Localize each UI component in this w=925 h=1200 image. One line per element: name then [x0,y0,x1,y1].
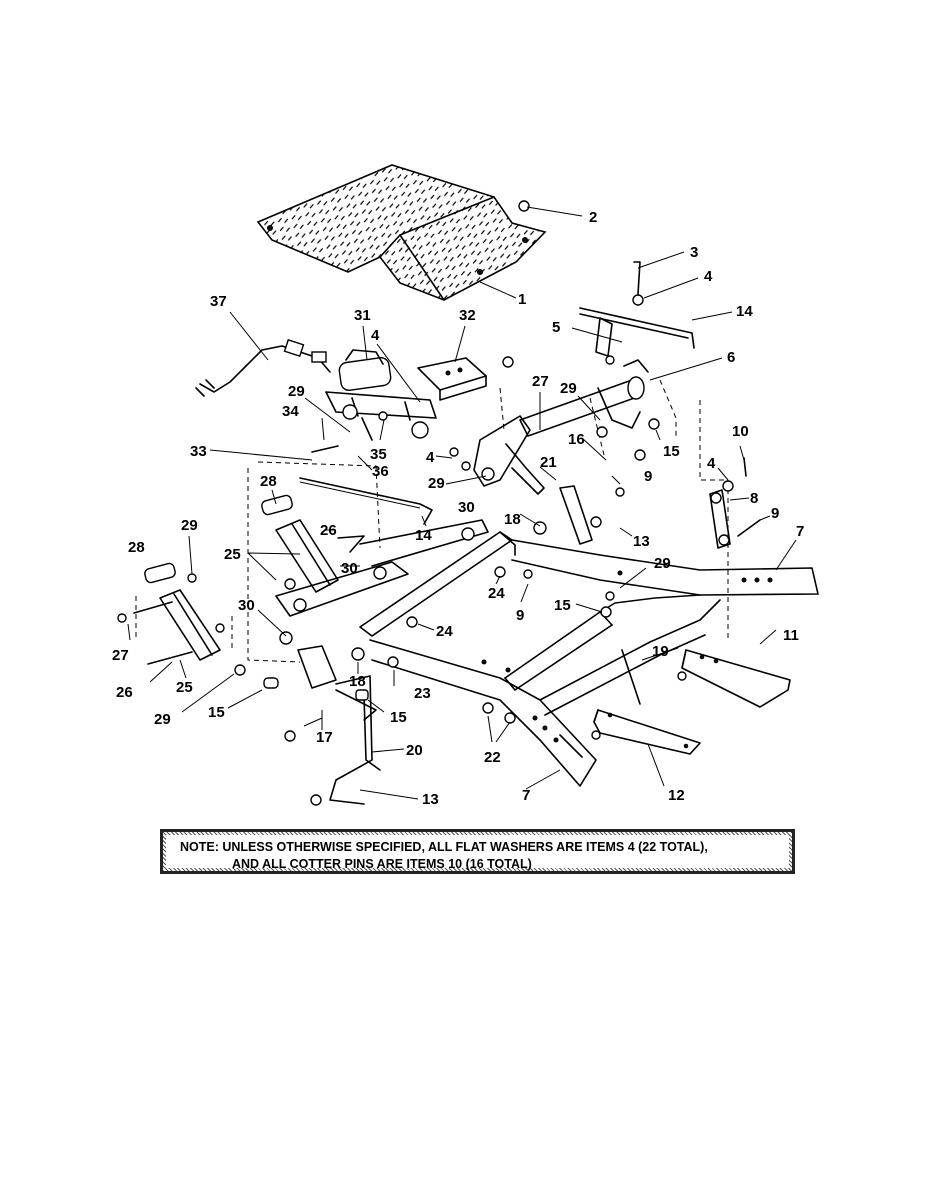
callout-15: 15 [663,443,680,460]
note-box: NOTE: UNLESS OTHERWISE SPECIFIED, ALL FL… [160,829,795,874]
wiring-harness [195,338,331,397]
callout-33: 33 [190,443,207,460]
callout-27: 27 [532,373,549,390]
callout-30: 30 [458,499,475,516]
callout-12: 12 [668,787,685,804]
pivot-tube-6 [519,359,649,437]
callout-30: 30 [341,560,358,577]
callout-7: 7 [796,523,804,540]
note-line-2: AND ALL COTTER PINS ARE ITEMS 10 (16 TOT… [232,857,532,871]
callout-29: 29 [654,555,671,572]
callout-35: 35 [370,446,387,463]
callout-17: 17 [316,729,333,746]
callout-28: 28 [260,473,277,490]
callout-34: 34 [282,403,299,420]
callout-11: 11 [783,627,799,644]
callout-37: 37 [210,293,227,310]
callout-27: 27 [112,647,129,664]
callout-6: 6 [727,349,735,366]
callout-1: 1 [518,291,526,308]
callout-10: 10 [732,423,749,440]
callout-14: 14 [415,527,432,544]
callout-3: 3 [690,244,698,261]
callouts: 1 2 3 4 14 5 6 37 31 32 4 27 29 29 34 35… [112,209,804,808]
callout-26: 26 [320,522,337,539]
note-line-1: NOTE: UNLESS OTHERWISE SPECIFIED, ALL FL… [180,840,708,854]
callout-5: 5 [552,319,560,336]
callout-32: 32 [459,307,476,324]
callout-8: 8 [750,490,758,507]
main-frame [359,531,819,787]
callout-29: 29 [154,711,171,728]
callout-4: 4 [371,327,380,344]
callout-9: 9 [516,607,524,624]
callout-31: 31 [354,307,371,324]
callout-4: 4 [426,449,435,466]
callout-29: 29 [428,475,445,492]
actuator-cylinder [325,349,437,439]
callout-29: 29 [181,517,198,534]
hardware [117,200,761,806]
switch-box [417,357,487,401]
callout-2: 2 [589,209,597,226]
callout-25: 25 [224,546,241,563]
left-bracket-25-lower [144,562,221,665]
callout-15: 15 [390,709,407,726]
callout-29: 29 [560,380,577,397]
leader-lines [127,206,797,800]
callout-4: 4 [707,455,716,472]
callout-18: 18 [504,511,521,528]
callout-9: 9 [771,505,779,522]
callout-9: 9 [644,468,652,485]
floor-plate [256,164,547,301]
callout-29: 29 [288,383,305,400]
callout-24: 24 [488,585,505,602]
left-arms [275,519,489,805]
callout-25: 25 [176,679,193,696]
callout-36: 36 [372,463,389,480]
callout-4: 4 [704,268,713,285]
lever-arms [473,415,731,549]
upper-rail-14 [579,307,695,357]
callout-20: 20 [406,742,423,759]
note-text: NOTE: UNLESS OTHERWISE SPECIFIED, ALL FL… [166,835,789,871]
callout-14: 14 [736,303,753,320]
callout-22: 22 [484,749,501,766]
callout-16: 16 [568,431,585,448]
angle-bracket-12 [591,709,701,755]
callout-18: 18 [349,673,366,690]
callout-15: 15 [208,704,225,721]
angle-bracket-11 [677,649,791,708]
callout-7: 7 [522,787,530,804]
left-bracket-25-upper [261,494,365,593]
callout-24: 24 [436,623,453,640]
callout-13: 13 [633,533,650,550]
callout-13: 13 [422,791,439,808]
callout-26: 26 [116,684,133,701]
actuator-rod-33 [299,477,433,525]
callout-21: 21 [540,454,557,471]
callout-15: 15 [554,597,571,614]
callout-28: 28 [128,539,145,556]
callout-23: 23 [414,685,431,702]
dashed-outlines [135,379,729,663]
callout-19: 19 [652,643,669,660]
callout-30: 30 [238,597,255,614]
